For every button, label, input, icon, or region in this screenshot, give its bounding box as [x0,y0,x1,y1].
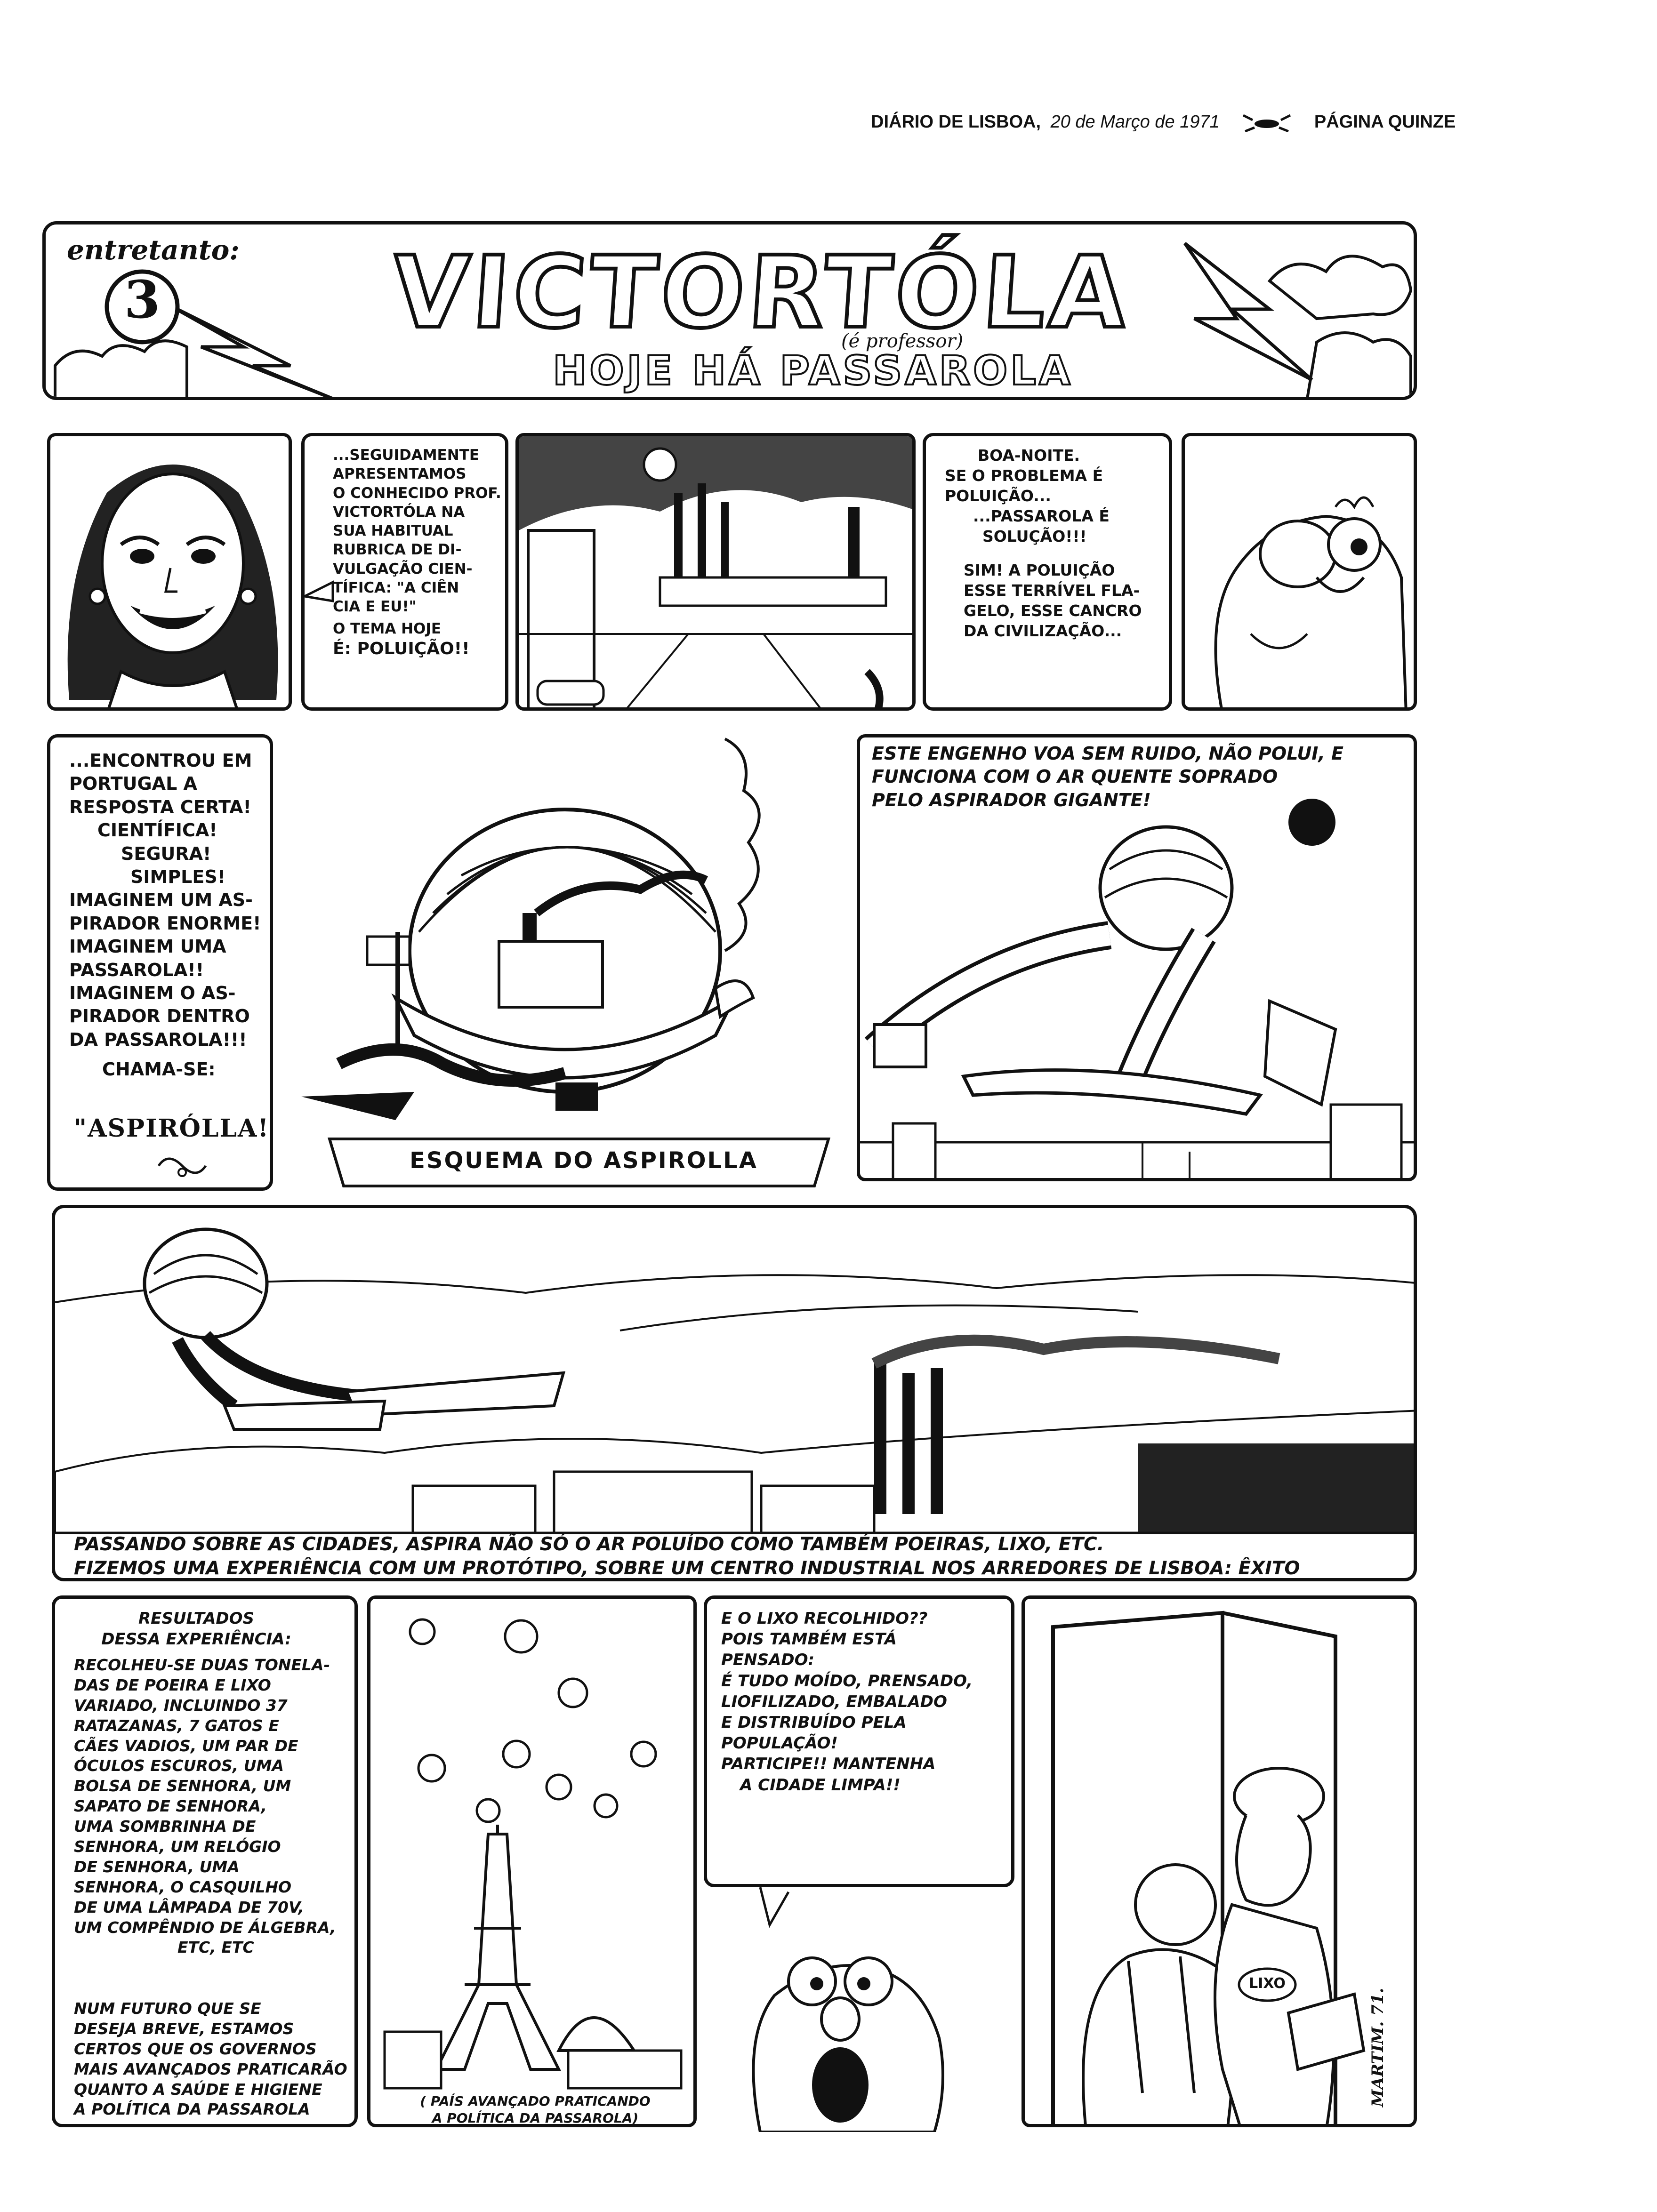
panel-flying-machine: ESTE ENGENHO VOA SEM RUIDO, NÃO POLUI, E… [857,734,1417,1181]
professor-drawing [1214,496,1408,707]
series-title: VICTORTÓLA [386,233,1136,352]
results-heading: RESULTADOS DESSA EXPERIÊNCIA: [101,1609,291,1649]
bag-label: LIXO [1249,1975,1286,1992]
results-text: RECOLHEU-SE DUAS TONELA- DAS DE POEIRA E… [74,1656,336,1957]
page-label: PÁGINA QUINZE [1314,112,1456,132]
scheme-label: ESQUEMA DO ASPIROLLA [410,1147,758,1174]
panel-presenter [47,433,292,711]
episode-subtitle: HOJE HÁ PASSAROLA [552,347,1073,394]
speech-tail [305,580,334,602]
episode-number: 3 [124,269,161,330]
newspaper-name: DIÁRIO DE LISBOA, [871,112,1041,132]
recycling-text: E O LIXO RECOLHIDO?? POIS TAMBÉM ESTÁ PE… [721,1609,973,1795]
panel-discovery: ...ENCONTROU EM PORTUGAL A RESPOSTA CERT… [47,734,273,1191]
introduction-text: ...SEGUIDAMENTE APRESENTAMOS O CONHECIDO… [333,447,501,658]
flyover-caption: PASSANDO SOBRE AS CIDADES, ASPIRA NÃO SÓ… [74,1534,1300,1579]
scheme-drawing-area: ESQUEMA DO ASPIROLLA [301,734,852,1195]
panel-city-flyover: PASSANDO SOBRE AS CIDADES, ASPIRA NÃO SÓ… [52,1205,1417,1581]
panel-paris: ( PAÍS AVANÇADO PRATICANDO A POLÍTICA DA… [367,1595,697,2127]
city-flyover-drawing [55,1227,1414,1534]
panel-greeting: BOA-NOITE. SE O PROBLEMA É POLUIÇÃO... .… [923,433,1172,711]
engine-caption: ESTE ENGENHO VOA SEM RUIDO, NÃO POLUI, E… [872,743,1343,810]
panel-professor [1182,433,1417,711]
paris-drawing [383,1618,683,2090]
header-panel: entretanto: 3 VICTORTÓLA (é professor) H… [42,221,1417,400]
greeting-text: BOA-NOITE. SE O PROBLEMA É POLUIÇÃO... .… [945,446,1142,641]
subtitle-small: (é professor) [841,330,964,352]
panel-results: RESULTADOS DESSA EXPERIÊNCIA: RECOLHEU-S… [52,1595,358,2127]
invention-name: "ASPIRÓLLA!" [74,1114,273,1143]
industry-drawing [519,436,912,707]
entretanto-label: entretanto: [67,234,240,266]
paris-caption: ( PAÍS AVANÇADO PRATICANDO A POLÍTICA DA… [420,2093,651,2126]
masthead: DIÁRIO DE LISBOA, 20 de Março de 1971 PÁ… [871,112,1483,145]
flying-machine-drawing [860,799,1414,1178]
artist-signature: MARTIM. 71. [1368,1988,1387,2107]
delivery-drawing [1051,1611,1366,2124]
aspirolla-scheme [301,737,831,1187]
flourish-icon [157,1157,207,1177]
issue-date: 20 de Março de 1971 [1050,112,1220,132]
discovery-text: ...ENCONTROU EM PORTUGAL A RESPOSTA CERT… [69,750,261,1080]
header-art [54,242,1413,397]
fly-icon [1239,113,1295,133]
future-text: NUM FUTURO QUE SE DESEJA BREVE, ESTAMOS … [74,1999,347,2119]
presenter-drawing [67,465,278,707]
recycling-speech-bubble: E O LIXO RECOLHIDO?? POIS TAMBÉM ESTÁ PE… [704,1595,1014,1887]
professor-shouting-drawing [752,1887,944,2132]
panel-recycling: E O LIXO RECOLHIDO?? POIS TAMBÉM ESTÁ PE… [704,1595,1014,2132]
panel-introduction: ...SEGUIDAMENTE APRESENTAMOS O CONHECIDO… [301,433,508,711]
panel-industry [515,433,916,711]
panel-delivery: LIXO MARTIM. 71. [1022,1595,1417,2127]
